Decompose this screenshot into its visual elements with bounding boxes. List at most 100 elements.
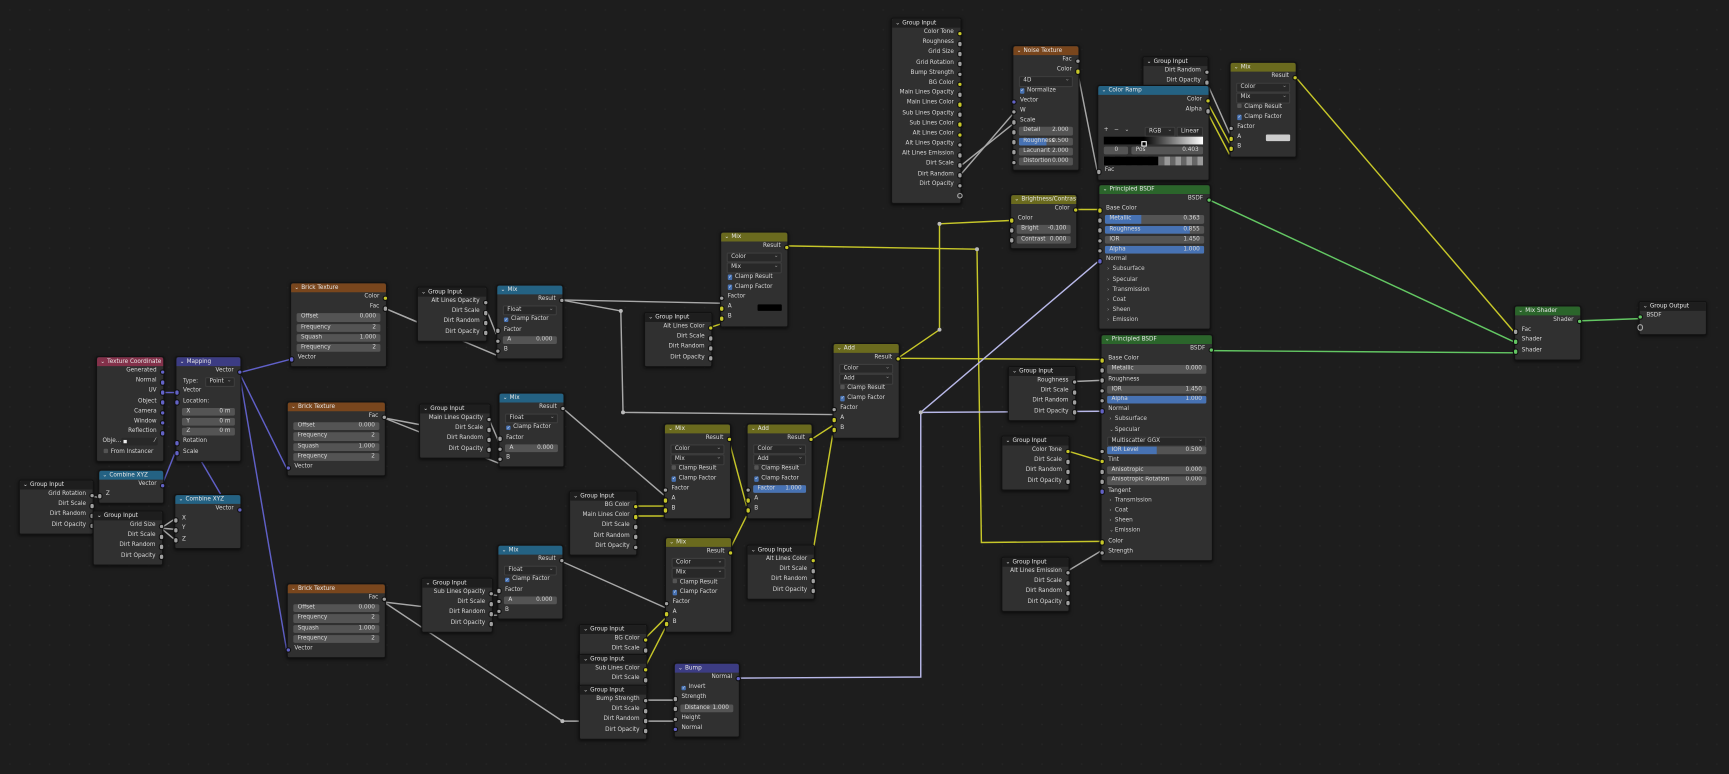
- checkbox-clamp-result[interactable]: Clamp Result: [748, 464, 812, 474]
- node-link[interactable]: [897, 219, 1011, 359]
- panel-transmission[interactable]: ›Transmission: [1102, 496, 1212, 506]
- socket-input[interactable]: [1096, 207, 1103, 214]
- socket-input[interactable]: [1227, 125, 1235, 132]
- collapse-chevron-icon[interactable]: ⌄: [583, 656, 588, 663]
- node-header[interactable]: ⌄Brick Texture: [287, 402, 385, 412]
- collapse-chevron-icon[interactable]: ⌄: [573, 492, 579, 500]
- socket-input[interactable]: [662, 487, 669, 494]
- node-header[interactable]: ⌄Mix Shader: [1515, 306, 1581, 316]
- collapse-chevron-icon[interactable]: ⌄: [500, 286, 506, 294]
- node-color-ramp[interactable]: ⌄Color RampColorAlpha+−⌄RGBLinear0Pos0.4…: [1095, 84, 1212, 181]
- socket-output[interactable]: [1071, 389, 1078, 396]
- socket-output[interactable]: [707, 345, 714, 352]
- node-header[interactable]: ⌄Noise Texture: [1013, 46, 1079, 56]
- panel-emission[interactable]: ›Emission: [1099, 316, 1209, 326]
- panel-sheen[interactable]: ›Sheen: [1102, 516, 1212, 526]
- node-link[interactable]: [643, 628, 666, 670]
- socket-input[interactable]: [672, 706, 679, 713]
- checkbox-clamp-result[interactable]: ✓Clamp Result: [721, 272, 787, 282]
- collapse-chevron-icon[interactable]: ⌄: [648, 314, 654, 321]
- node-header[interactable]: ⌄Texture Coordinate: [97, 357, 164, 367]
- socket-output[interactable]: [1074, 68, 1082, 75]
- panel-transmission[interactable]: ›Transmission: [1099, 285, 1209, 295]
- node-link[interactable]: [161, 451, 176, 486]
- socket-input[interactable]: [1637, 314, 1644, 321]
- socket-input[interactable]: [496, 446, 504, 453]
- socket-input[interactable]: [494, 337, 501, 345]
- collapse-chevron-icon[interactable]: ⌄: [1005, 437, 1011, 445]
- stop-color-swatch[interactable]: [1103, 156, 1204, 165]
- node-link[interactable]: [810, 435, 834, 561]
- checkbox-from-instancer[interactable]: From Instancer: [97, 447, 163, 457]
- socket-input[interactable]: [1098, 387, 1106, 394]
- socket-input[interactable]: [744, 507, 752, 514]
- socket-output[interactable]: [707, 355, 714, 362]
- node-header[interactable]: ⌄Group Input: [580, 625, 647, 634]
- socket-input[interactable]: [744, 497, 752, 504]
- node-header[interactable]: ⌄Principled BSDF: [1099, 185, 1210, 195]
- node-header[interactable]: ⌄Brightness/Contrast: [1011, 195, 1077, 204]
- node-link[interactable]: [786, 245, 1101, 544]
- chevron-right-icon[interactable]: ›: [1109, 498, 1112, 504]
- collapse-chevron-icon[interactable]: ⌄: [421, 288, 426, 296]
- collapse-chevron-icon[interactable]: ⌄: [1146, 58, 1152, 66]
- socket-output[interactable]: [956, 61, 964, 68]
- panel-sheen[interactable]: ›Sheen: [1099, 305, 1209, 315]
- checkbox[interactable]: ✓: [681, 684, 687, 691]
- checkbox[interactable]: ✓: [727, 273, 733, 280]
- socket-output[interactable]: [382, 305, 389, 312]
- dropdown[interactable]: 4D: [1018, 76, 1073, 87]
- node-header[interactable]: ⌄Group Input: [417, 287, 487, 297]
- socket-input[interactable]: [662, 507, 669, 514]
- socket-output[interactable]: [486, 436, 493, 443]
- socket-input[interactable]: [1096, 227, 1103, 234]
- collapse-chevron-icon[interactable]: ⌄: [724, 233, 730, 241]
- socket-input[interactable]: [1098, 407, 1106, 415]
- reroute-node[interactable]: [618, 308, 623, 313]
- node-link[interactable]: [1205, 81, 1231, 134]
- socket-output[interactable]: [1064, 478, 1072, 486]
- socket-output[interactable]: [381, 414, 388, 421]
- node-link[interactable]: [1067, 450, 1101, 462]
- panel-coat[interactable]: ›Coat: [1102, 506, 1212, 516]
- node-header[interactable]: ⌄Color Ramp: [1098, 86, 1209, 95]
- collapse-chevron-icon[interactable]: ⌄: [100, 358, 105, 365]
- socket-output[interactable]: [159, 389, 166, 396]
- socket-output[interactable]: [159, 419, 166, 426]
- socket-input[interactable]: [672, 716, 679, 723]
- checkbox[interactable]: ✓: [505, 576, 510, 583]
- socket-input[interactable]: [173, 440, 180, 447]
- collapse-chevron-icon[interactable]: ⌄: [668, 425, 673, 433]
- node-link[interactable]: [239, 358, 291, 374]
- node-header[interactable]: ⌄Mix: [497, 285, 563, 295]
- color-mode-dropdown[interactable]: RGB: [1144, 126, 1176, 137]
- node-header[interactable]: ⌄Mix: [664, 424, 730, 434]
- socket-output[interactable]: [1064, 600, 1072, 607]
- node-header[interactable]: ⌄Group Input: [747, 545, 814, 555]
- socket-output[interactable]: [482, 330, 489, 337]
- socket-output[interactable]: [482, 319, 489, 327]
- socket-output[interactable]: [642, 637, 649, 644]
- chevron-down-icon[interactable]: ⌄: [1109, 427, 1114, 433]
- collapse-chevron-icon[interactable]: ⌄: [23, 481, 28, 489]
- checkbox[interactable]: ✓: [671, 475, 677, 482]
- color-swatch[interactable]: [1265, 133, 1291, 142]
- chevron-right-icon[interactable]: ›: [1109, 417, 1112, 423]
- node-header[interactable]: ⌄Group Input: [580, 654, 647, 664]
- socket-input[interactable]: [1008, 227, 1015, 234]
- node-add[interactable]: ⌄AddResultColorAddClamp Result✓Clamp Fac…: [744, 423, 815, 519]
- socket-output[interactable]: [158, 543, 165, 550]
